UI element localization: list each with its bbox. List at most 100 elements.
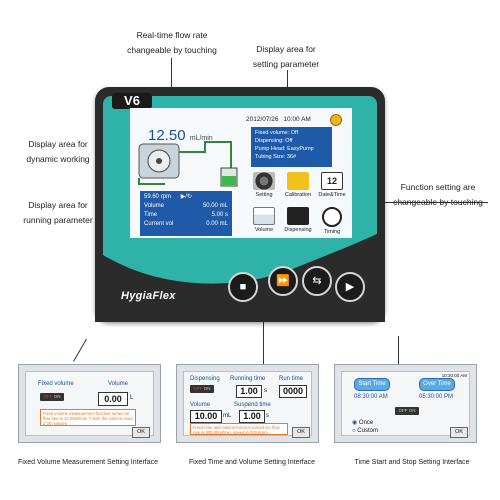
start-time-button[interactable]: Start Time	[354, 378, 390, 391]
info-row: Tubing Size: 36#	[255, 154, 297, 160]
dispensing-toggle[interactable]: OFF ON	[190, 385, 214, 393]
function-setting-label: Setting	[255, 192, 273, 198]
callout-running-line1: Display area for	[28, 200, 88, 210]
function-volume[interactable]: Volume	[250, 207, 278, 233]
panel-time-volume: Dispensing OFF ON Running time 1.00 s Ru…	[176, 364, 319, 443]
radio-empty-icon: ○	[352, 428, 356, 434]
radio-selected-icon: ◉	[352, 420, 358, 426]
setting-parameter-box: Fixed volume: Off Dispensing: Off Pump H…	[251, 127, 332, 167]
custom-label: Custom	[357, 428, 378, 434]
run-time-field[interactable]: 0000	[279, 385, 307, 398]
time-text: 10:00 AM	[283, 116, 311, 123]
gear-icon	[253, 172, 275, 190]
callout-flow-rate-line1: Real-time flow rate	[136, 30, 208, 40]
panel-fixed-volume-screen: Fixed volume Volume OFF ON 0.00 L Fixed …	[25, 371, 154, 438]
alarm-clock-icon	[330, 114, 342, 126]
function-volume-label: Volume	[254, 227, 274, 233]
callout-function-line2: changeable by touching	[393, 197, 483, 207]
clock-icon	[322, 207, 342, 227]
beaker-icon	[253, 207, 275, 225]
speed-unit: rpm	[160, 194, 172, 200]
function-datetime[interactable]: 12 Date&Time	[318, 172, 346, 198]
flow-rate-value: 12.50	[148, 127, 186, 144]
speed-value: 59.60	[144, 194, 160, 200]
info-row: Fixed volume: Off	[255, 130, 299, 136]
callout-dynamic-working: Display area for dynamic working	[16, 138, 100, 165]
connector-panel2	[263, 320, 264, 365]
brand-logo: HygiaFlex	[121, 290, 176, 302]
start-time-value: 08:30:00 AM	[354, 394, 388, 400]
run-row: Time 5.00 s	[144, 212, 228, 218]
once-option[interactable]: ◉ Once	[352, 419, 373, 426]
info-row: Pump Head: EasyPump	[255, 146, 314, 152]
play-direction-icon[interactable]: ▶/↻	[180, 194, 193, 200]
run-row: Current vol 0.00 mL	[144, 221, 228, 227]
running-parameter-box: 59.60 rpm ▶/↻ Volume 50.00 mL Time 5.00 …	[140, 191, 232, 236]
pump-dynamic-illustration	[138, 141, 238, 187]
panel3-ok-button[interactable]: OK	[450, 427, 468, 438]
datetime-display: 2012/07/26 10:00 AM	[246, 116, 311, 123]
flow-rate-unit: mL/min	[189, 135, 213, 142]
model-badge: V6	[112, 93, 152, 109]
callout-dynamic-line2: dynamic working	[26, 154, 90, 164]
callout-running-line2: running parameter	[23, 215, 93, 225]
volume-unit-2: mL	[223, 413, 232, 419]
function-calibration[interactable]: Calibration	[284, 172, 312, 198]
speed-row: 59.60 rpm ▶/↻	[144, 193, 228, 202]
flow-rate-display[interactable]: 12.50 mL/min	[148, 127, 213, 144]
callout-dynamic-line1: Display area for	[28, 139, 88, 149]
fixed-volume-toggle[interactable]: OFF ON	[40, 393, 64, 401]
run-row: Volume 50.00 mL	[144, 203, 228, 209]
callout-function-setting: Function setting are changeable by touch…	[382, 181, 494, 208]
stop-button[interactable]: ■	[228, 272, 258, 302]
function-timing[interactable]: Timing	[318, 207, 346, 235]
function-setting[interactable]: Setting	[250, 172, 278, 198]
panel-start-stop-screen: 10:30:00 AM Start Time Over Time 08:30:0…	[341, 371, 470, 438]
time-volume-note: Fixed time and volume function turned on…	[190, 423, 288, 435]
callout-setting-line2: setting parameter	[252, 59, 320, 69]
callout-setting-parameter: Display area for setting parameter	[236, 43, 336, 70]
custom-option[interactable]: ○ Custom	[352, 428, 378, 434]
suspend-time-label: Suspend time	[234, 402, 271, 408]
function-calibration-label: Calibration	[284, 192, 312, 198]
volume-label-2: Volume	[190, 402, 211, 408]
running-time-label: Running time	[230, 376, 266, 382]
scale-icon	[287, 172, 309, 190]
volume-value-field[interactable]: 0.00	[98, 392, 128, 406]
volume-unit: L	[130, 395, 134, 401]
fixed-volume-note: Fixed volume measurement function turned…	[40, 409, 136, 426]
panel2-ok-button[interactable]: OK	[292, 427, 310, 438]
panel-start-stop: 10:30:00 AM Start Time Over Time 08:30:0…	[334, 364, 477, 443]
panel3-clock: 10:30:00 AM	[441, 373, 467, 378]
caption-panel1: Fixed Volume Measurement Setting Interfa…	[17, 459, 159, 466]
function-dispensing[interactable]: Dispensing	[284, 207, 312, 233]
caption-panel2: Fixed Time and Volume Setting Interface	[188, 459, 316, 466]
info-row: Dispensing: Off	[255, 138, 293, 144]
panel1-ok-button[interactable]: OK	[132, 427, 150, 438]
run-time-label: Run time	[279, 376, 304, 382]
reverse-button[interactable]: ⇆	[302, 266, 332, 296]
once-label: Once	[358, 420, 374, 426]
dispensing-label: Dispensing	[190, 376, 220, 382]
suspend-time-field[interactable]: 1.00	[239, 410, 265, 423]
panel-fixed-volume: Fixed volume Volume OFF ON 0.00 L Fixed …	[18, 364, 161, 443]
callout-flow-rate: Real-time flow rate changeable by touchi…	[112, 29, 232, 56]
callout-function-line1: Function setting are	[400, 182, 476, 192]
panel-time-volume-screen: Dispensing OFF ON Running time 1.00 s Ru…	[183, 371, 312, 438]
over-time-button[interactable]: Over Time	[419, 378, 455, 391]
connector-panel3	[398, 336, 399, 365]
running-time-field[interactable]: 1.00	[236, 385, 262, 398]
volume-field-2[interactable]: 10.00	[190, 410, 222, 423]
device-wave-shape	[95, 230, 385, 322]
fixed-volume-label: Fixed volume	[38, 381, 74, 387]
calendar-icon: 12	[321, 172, 343, 190]
volume-label: Volume	[108, 381, 129, 387]
function-dispensing-label: Dispensing	[284, 227, 312, 233]
start-stop-toggle[interactable]: OFF ON	[395, 407, 419, 415]
callout-setting-line1: Display area for	[256, 44, 316, 54]
date-text: 2012/07/26	[246, 116, 279, 123]
fast-forward-button[interactable]: ⏩	[268, 266, 298, 296]
running-time-unit: s	[264, 388, 267, 394]
connector-panel1	[73, 338, 87, 362]
play-button[interactable]: ▶	[335, 272, 365, 302]
